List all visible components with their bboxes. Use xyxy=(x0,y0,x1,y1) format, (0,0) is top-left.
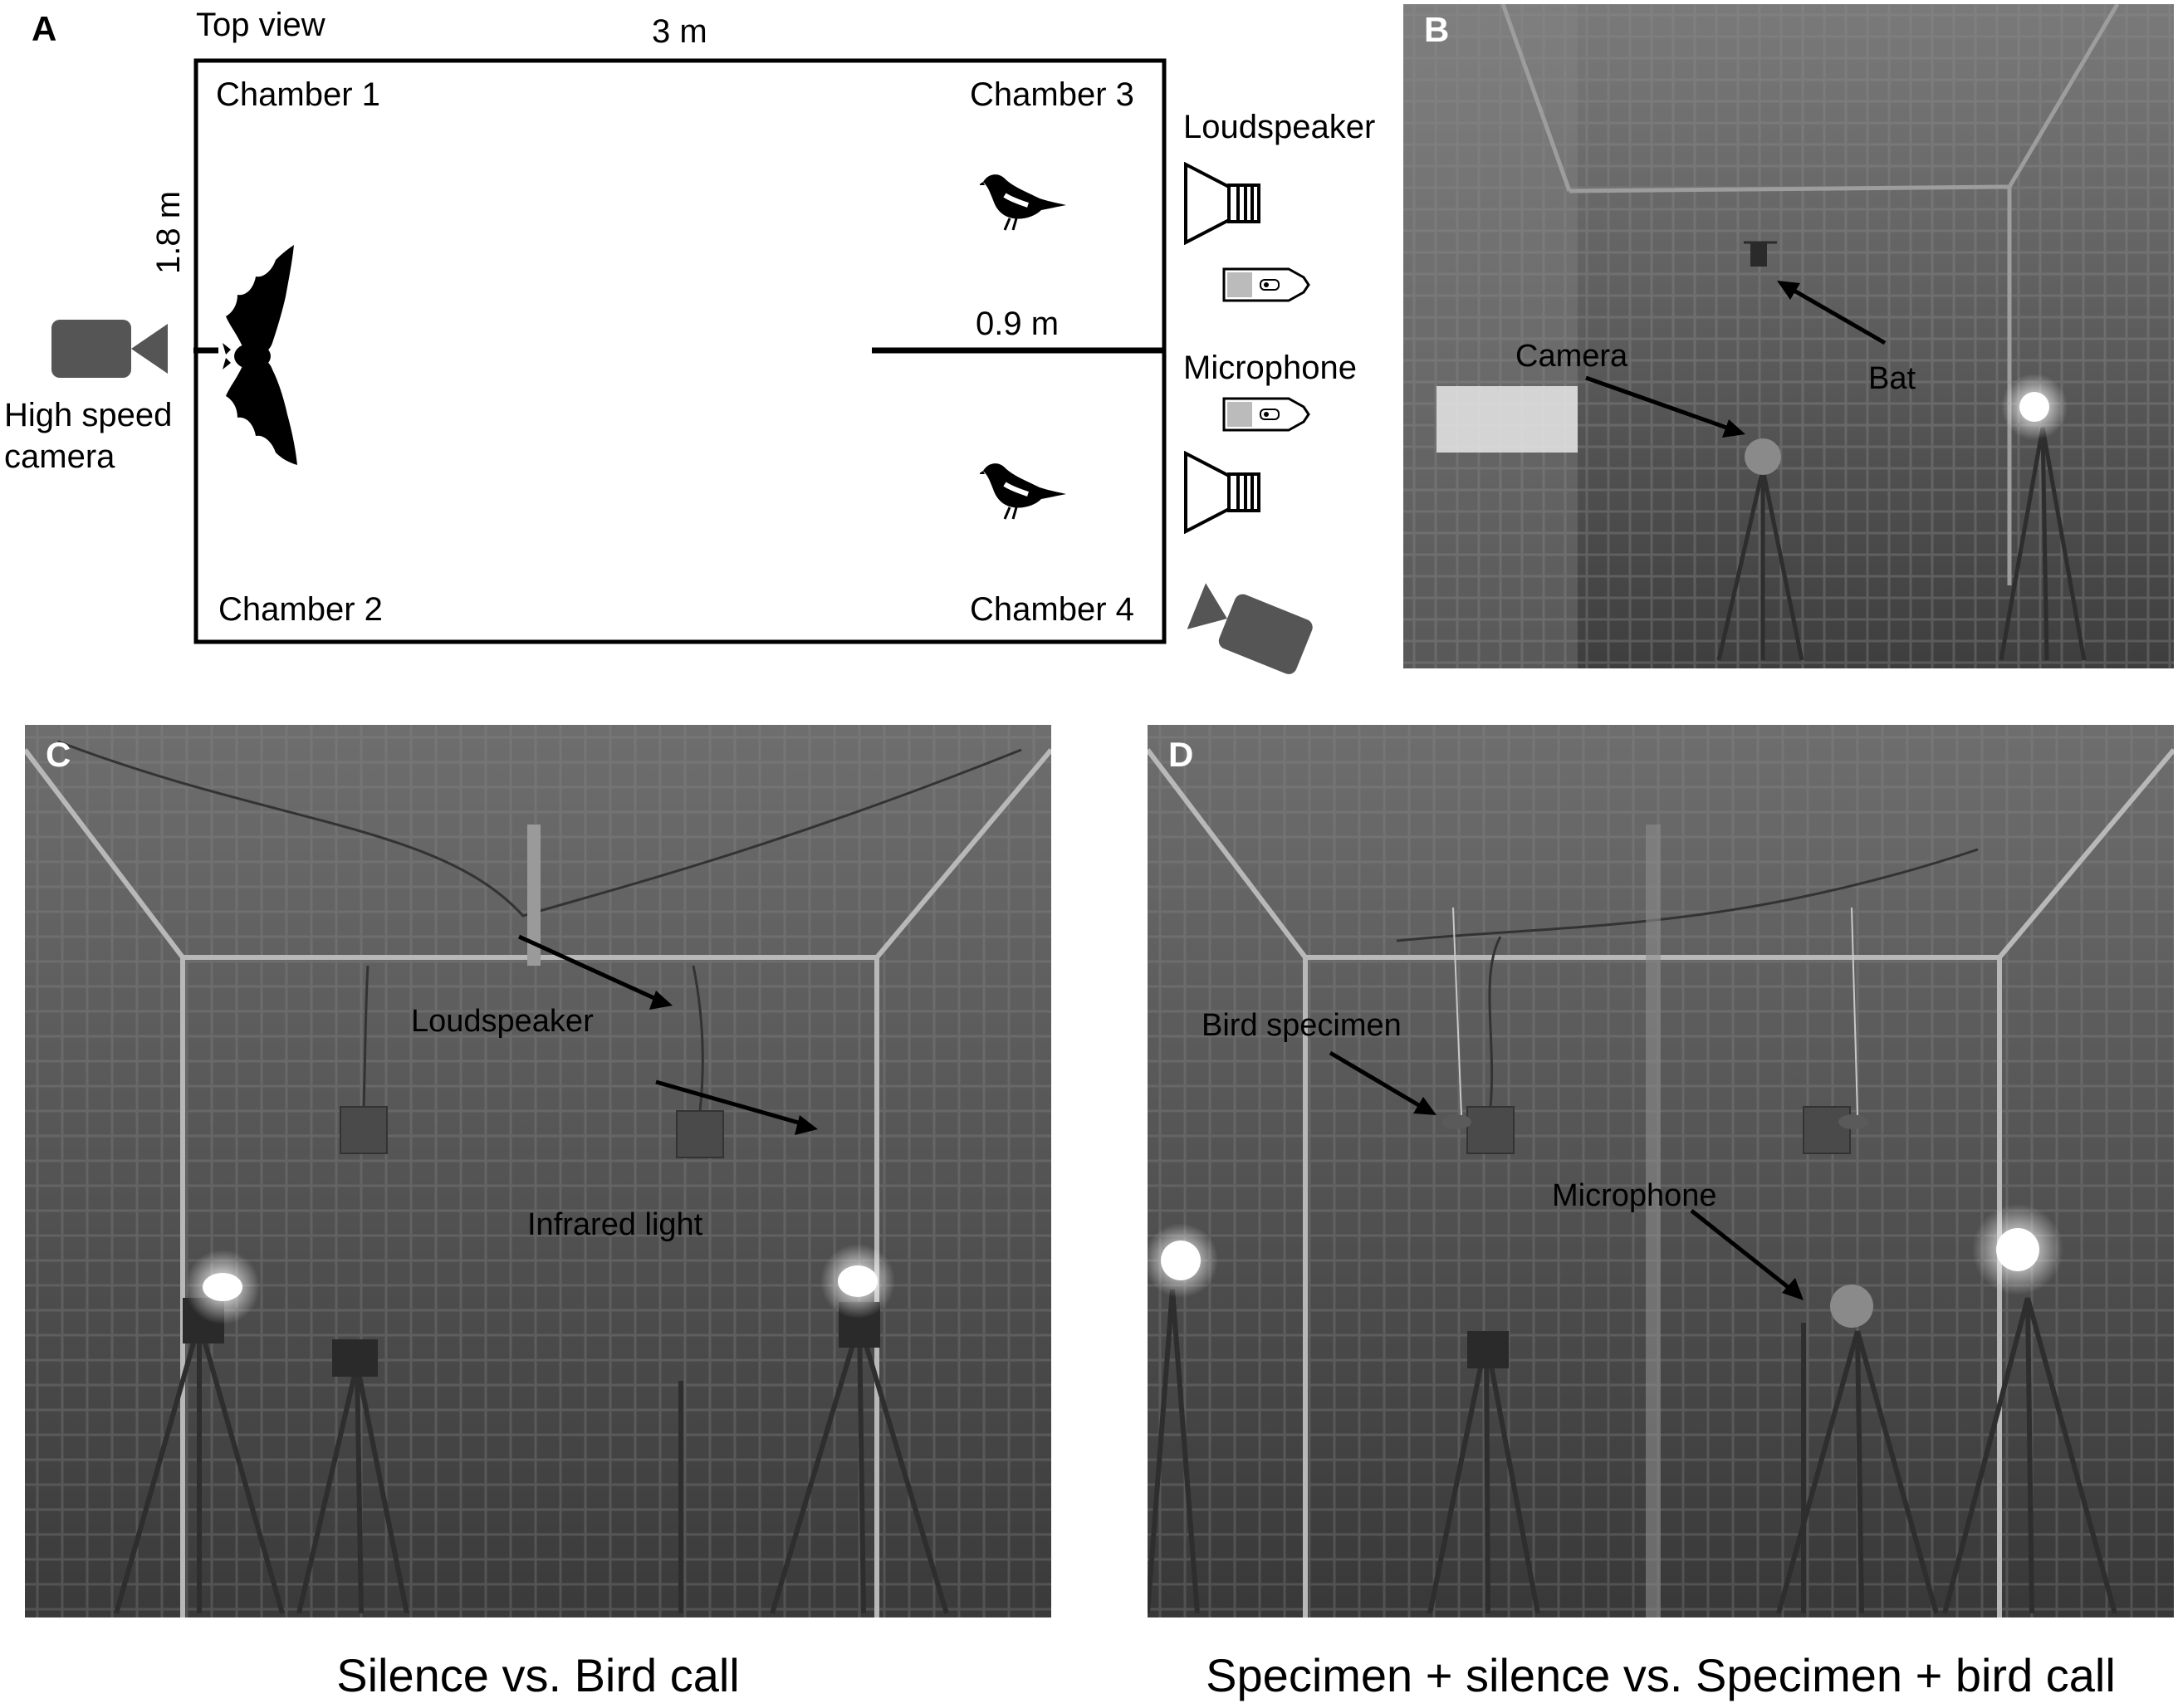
bird-silhouette-icon xyxy=(980,463,1066,520)
panel-letter-c: C xyxy=(46,735,71,774)
panel-d: D Bird specimen Microphone xyxy=(1148,725,2174,1617)
width-dimension-label: 3 m xyxy=(652,13,707,50)
video-camera-icon xyxy=(51,320,168,378)
photo-c xyxy=(25,725,1051,1617)
microphone-label: Microphone xyxy=(1183,350,1358,386)
panel-letter-a: A xyxy=(32,9,57,48)
camera-label-line2: camera xyxy=(4,438,115,475)
chamber-1-label: Chamber 1 xyxy=(216,76,380,113)
top-view-title: Top view xyxy=(196,7,325,43)
photo-b xyxy=(1403,4,2174,668)
caption-right: Specimen + silence vs. Specimen + bird c… xyxy=(1206,1649,2116,1701)
loudspeaker-label: Loudspeaker xyxy=(1183,109,1376,145)
camera-callout-label: Camera xyxy=(1515,339,1628,374)
panel-b: B Camera Bat xyxy=(1403,4,2174,668)
panel-letter-b: B xyxy=(1424,10,1450,49)
loudspeaker-callout-label: Loudspeaker xyxy=(411,1004,594,1039)
video-camera-icon xyxy=(1187,583,1313,674)
chamber-3-label: Chamber 3 xyxy=(970,76,1134,113)
bird-silhouette-icon xyxy=(980,174,1066,231)
divider-length-label: 0.9 m xyxy=(976,306,1060,342)
photo-d xyxy=(1148,725,2174,1617)
microphone-callout-label: Microphone xyxy=(1552,1178,1717,1213)
panel-letter-d: D xyxy=(1168,735,1194,774)
infrared-light-callout-label: Infrared light xyxy=(527,1207,703,1242)
microphone-icon xyxy=(1222,397,1310,432)
bird-specimen-callout-label: Bird specimen xyxy=(1202,1008,1402,1043)
caption-left: Silence vs. Bird call xyxy=(336,1649,740,1701)
loudspeaker-icon xyxy=(1184,162,1260,245)
panel-c: C Loudspeaker Infrared light xyxy=(25,725,1051,1617)
panel-a: A Top view 3 m 1.8 m 0.9 m Chamber 1 Cha… xyxy=(0,0,1395,681)
loudspeaker-icon xyxy=(1184,451,1260,534)
chamber-4-label: Chamber 4 xyxy=(970,591,1134,628)
height-dimension-label: 1.8 m xyxy=(150,190,187,275)
microphone-icon xyxy=(1222,267,1310,302)
chamber-2-label: Chamber 2 xyxy=(218,591,383,628)
bat-callout-label: Bat xyxy=(1868,361,1916,396)
camera-label-line1: High speed xyxy=(4,397,173,433)
chamber-schematic xyxy=(193,58,1167,644)
bat-silhouette-icon xyxy=(223,245,297,465)
